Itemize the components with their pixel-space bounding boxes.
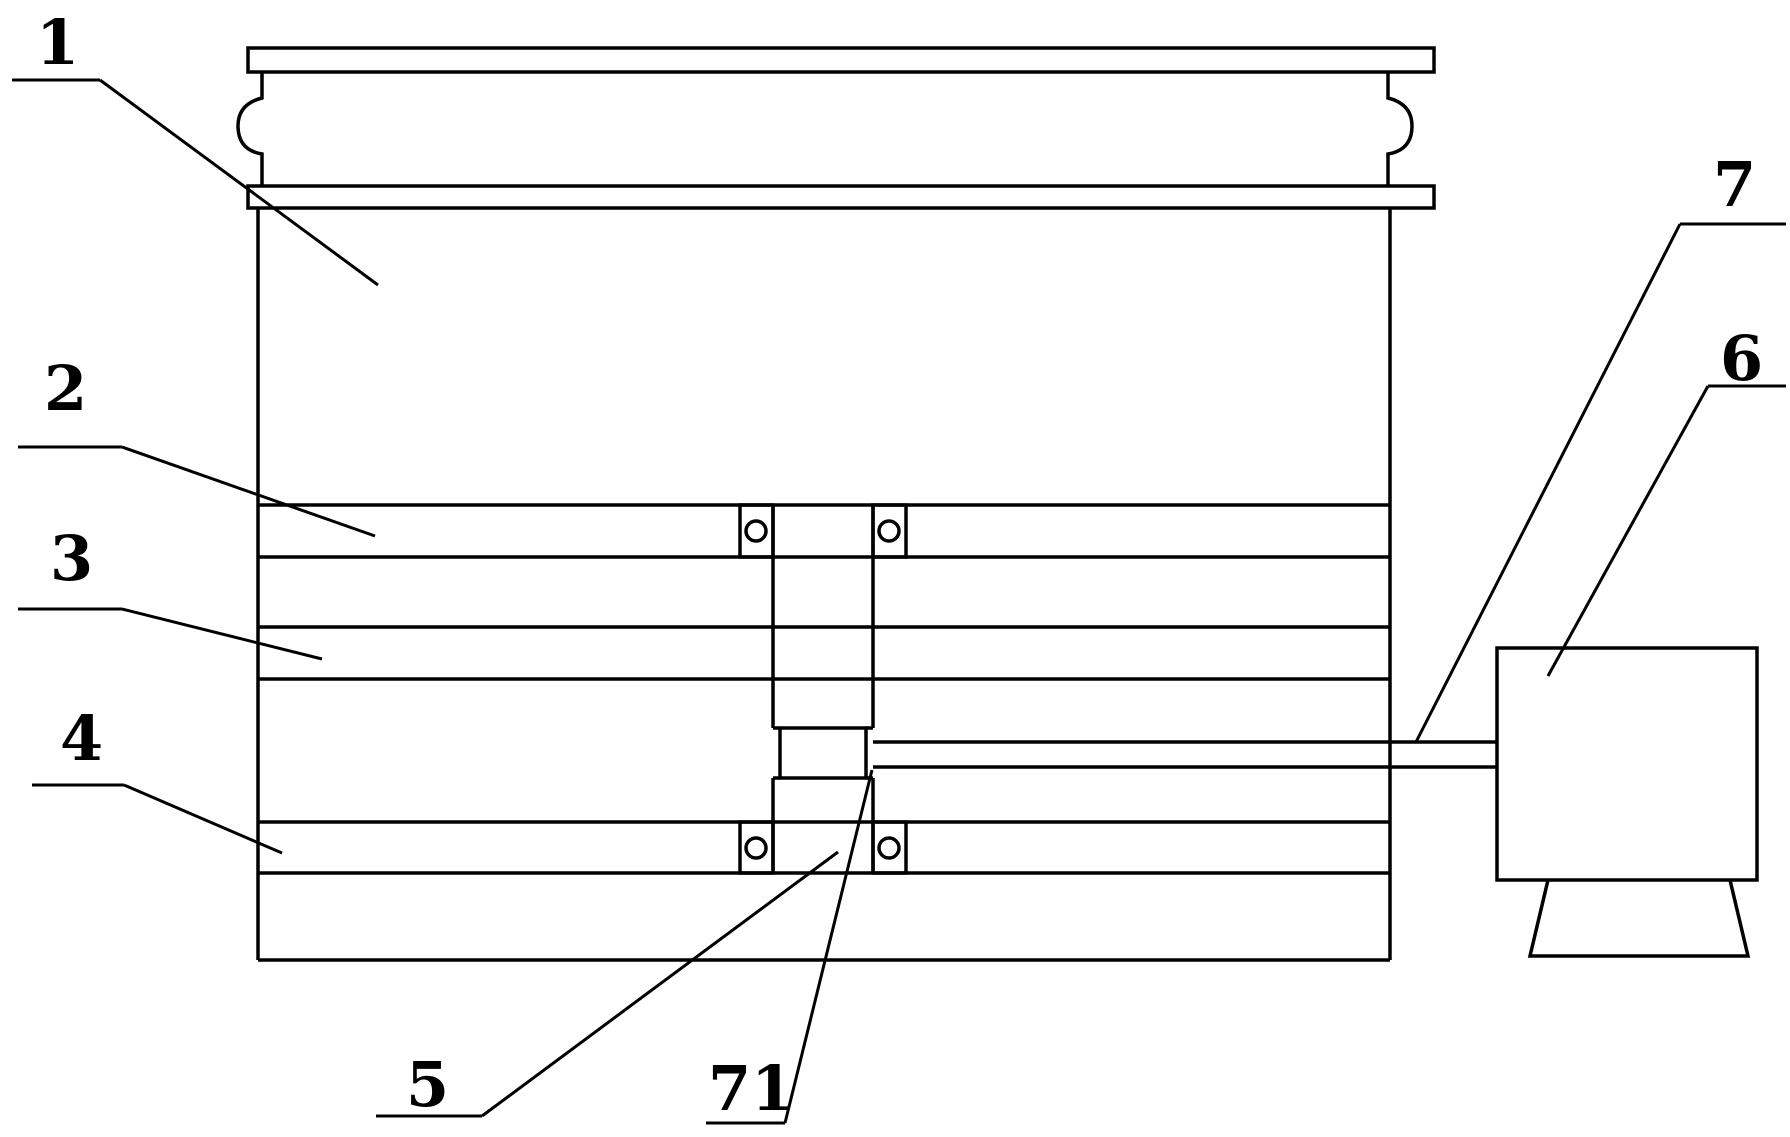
label-1: 1 — [36, 6, 79, 79]
layer-2 — [258, 503, 1390, 559]
label-6: 6 — [1720, 322, 1763, 395]
label-4: 4 — [60, 702, 103, 775]
bearing-upper-left — [738, 503, 775, 559]
bearing-lower-right — [871, 820, 908, 875]
leader-lines — [12, 78, 1786, 1125]
bearing-upper-right — [871, 503, 908, 559]
label-71: 71 — [708, 1052, 794, 1125]
label-7: 7 — [1713, 148, 1756, 221]
main-body — [256, 208, 1392, 962]
label-3: 3 — [50, 522, 93, 595]
central-shaft — [771, 505, 875, 873]
layer-3 — [258, 625, 1390, 681]
pipe-7 — [873, 740, 1497, 769]
unit-6 — [1495, 646, 1759, 958]
bearing-lower-left — [738, 820, 775, 875]
label-2: 2 — [44, 352, 87, 425]
label-5: 5 — [406, 1048, 449, 1121]
layer-4 — [258, 820, 1390, 875]
top-lid — [236, 46, 1436, 210]
